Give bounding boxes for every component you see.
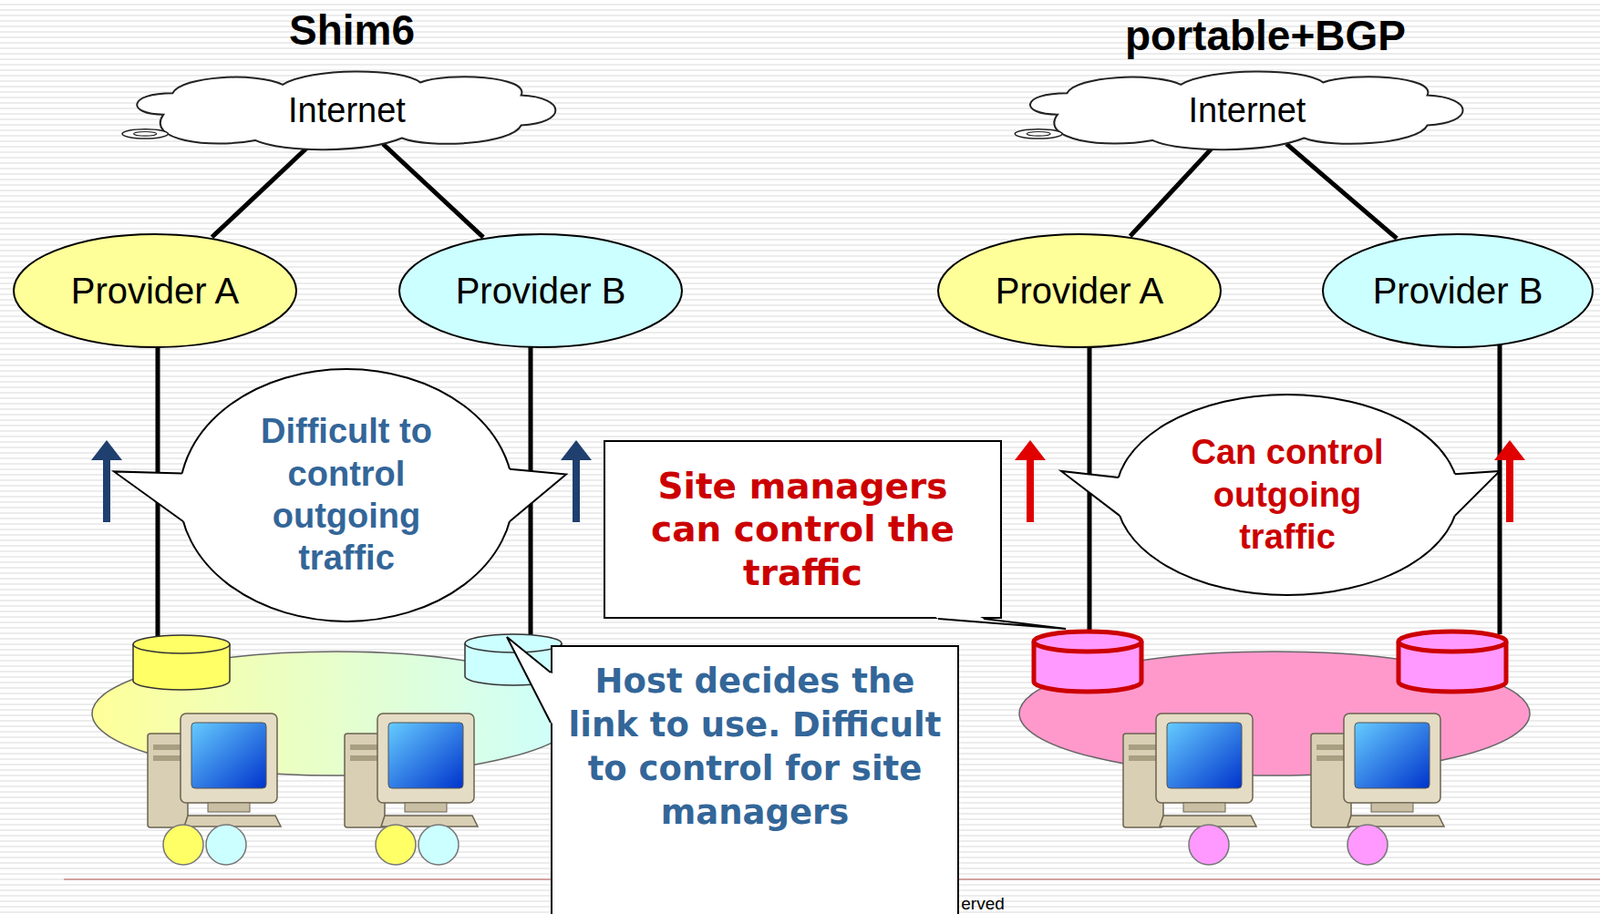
footer-text: erved xyxy=(960,894,1005,914)
provider-ellipse: Provider B xyxy=(1321,232,1595,350)
node-text: Provider A xyxy=(992,268,1167,314)
node-text: Host decides the link to use. Difficult … xyxy=(567,660,942,836)
node-text: Internet xyxy=(228,89,466,132)
link-line xyxy=(1286,144,1397,239)
router-symbol xyxy=(1398,631,1507,692)
node-text: Site managers can control the traffic xyxy=(620,464,986,596)
node-text: Provider B xyxy=(1371,268,1545,314)
node-text: Can control outgoing traffic xyxy=(1185,431,1391,558)
link-line xyxy=(382,144,484,238)
host-computer xyxy=(147,713,281,828)
host-computer xyxy=(1123,713,1257,828)
router-symbol xyxy=(1033,631,1142,692)
section-title: portable+BGP xyxy=(1125,10,1406,61)
internet-cloud: Internet xyxy=(1010,67,1485,154)
host-computer xyxy=(344,713,478,828)
access-links xyxy=(157,337,1500,639)
node-text: Provider A xyxy=(68,268,242,314)
provider-ellipse: Provider A xyxy=(11,232,299,350)
node-text: Difficult to control outgoing traffic xyxy=(244,410,450,579)
host-computer xyxy=(1310,713,1445,828)
router-symbol xyxy=(133,635,230,691)
callout-ellipse: Difficult to control outgoing traffic xyxy=(177,367,516,624)
node-text: Internet xyxy=(1128,89,1366,132)
provider-ellipse: Provider A xyxy=(936,232,1223,350)
callout-ellipse: Can control outgoing traffic xyxy=(1114,392,1461,598)
link-line xyxy=(211,144,311,238)
internet-cloud: Internet xyxy=(117,67,577,154)
provider-ellipse: Provider B xyxy=(397,232,684,350)
node-text: Provider B xyxy=(454,268,628,314)
link-line xyxy=(1130,144,1217,237)
callout-ellipse-outline xyxy=(177,367,516,624)
callout-box: Site managers can control the traffic xyxy=(603,440,1002,620)
callout-box: Host decides the link to use. Difficult … xyxy=(550,645,960,914)
section-title: Shim6 xyxy=(289,5,415,55)
